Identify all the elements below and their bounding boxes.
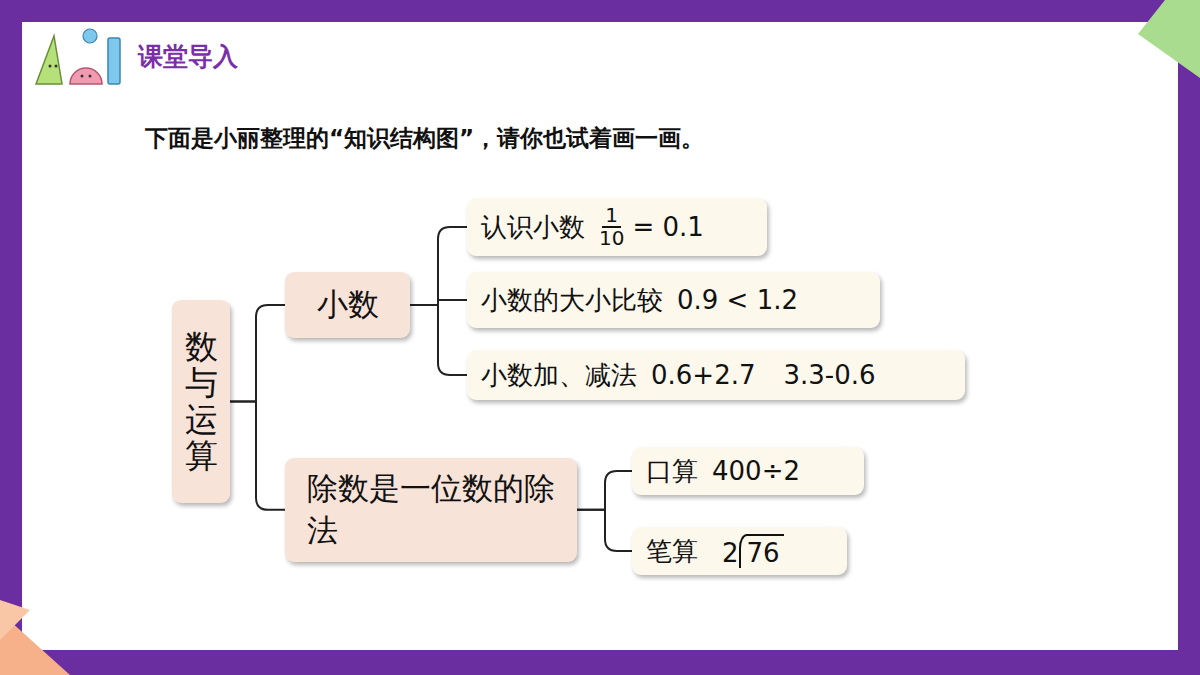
denominator: 10 (599, 228, 624, 249)
tree-connector (577, 471, 632, 510)
topic-text: 认识小数 (481, 210, 585, 245)
tree-connector (230, 305, 285, 402)
example-text: 0.6+2.7 (651, 360, 755, 390)
topic-text: 小数的大小比较 (481, 283, 663, 318)
topic-text: 小数加、减法 (481, 358, 637, 393)
topic-text: 口算 (646, 454, 698, 489)
topic-box: 笔算 276 (632, 527, 847, 575)
tree-connector (577, 510, 632, 551)
orange-strip (0, 600, 30, 640)
topic-box: 小数加、减法 0.6+2.7 3.3-0.6 (467, 350, 965, 400)
branch-box: 除数是一位数的除法 (285, 458, 577, 562)
instruction-text: 下面是小丽整理的“知识结构图”，请你也试着画一画。 (145, 123, 704, 154)
topic-box: 口算 400÷2 (632, 447, 864, 495)
topic-text: 除数是一位数的除法 (307, 468, 555, 552)
topic-box: 认识小数 110 = 0.1 (467, 198, 767, 256)
divisor: 2 (722, 538, 747, 568)
tree-connector (230, 402, 285, 510)
equation-text: = 0.1 (632, 212, 703, 242)
ruler-icon (36, 29, 120, 84)
fraction: 110 (599, 205, 624, 249)
example-text: 400÷2 (712, 456, 800, 486)
topic-text: 笔算 (646, 534, 698, 569)
green-corner (1138, 0, 1200, 78)
example-text: 3.3-0.6 (783, 360, 875, 390)
long-division: 276 (722, 534, 784, 568)
page-title: 课堂导入 (138, 40, 238, 73)
topic-text: 数与运算 (185, 329, 218, 474)
root-box: 数与运算 (172, 300, 230, 503)
branch-box: 小数 (285, 272, 410, 338)
topic-text: 小数 (317, 284, 379, 326)
numerator: 1 (602, 205, 621, 228)
topic-box: 小数的大小比较 0.9 < 1.2 (467, 272, 880, 328)
tree-connector (410, 227, 467, 305)
dividend: 76 (739, 534, 784, 568)
tree-connector (410, 305, 467, 375)
example-text: 0.9 < 1.2 (677, 285, 798, 315)
